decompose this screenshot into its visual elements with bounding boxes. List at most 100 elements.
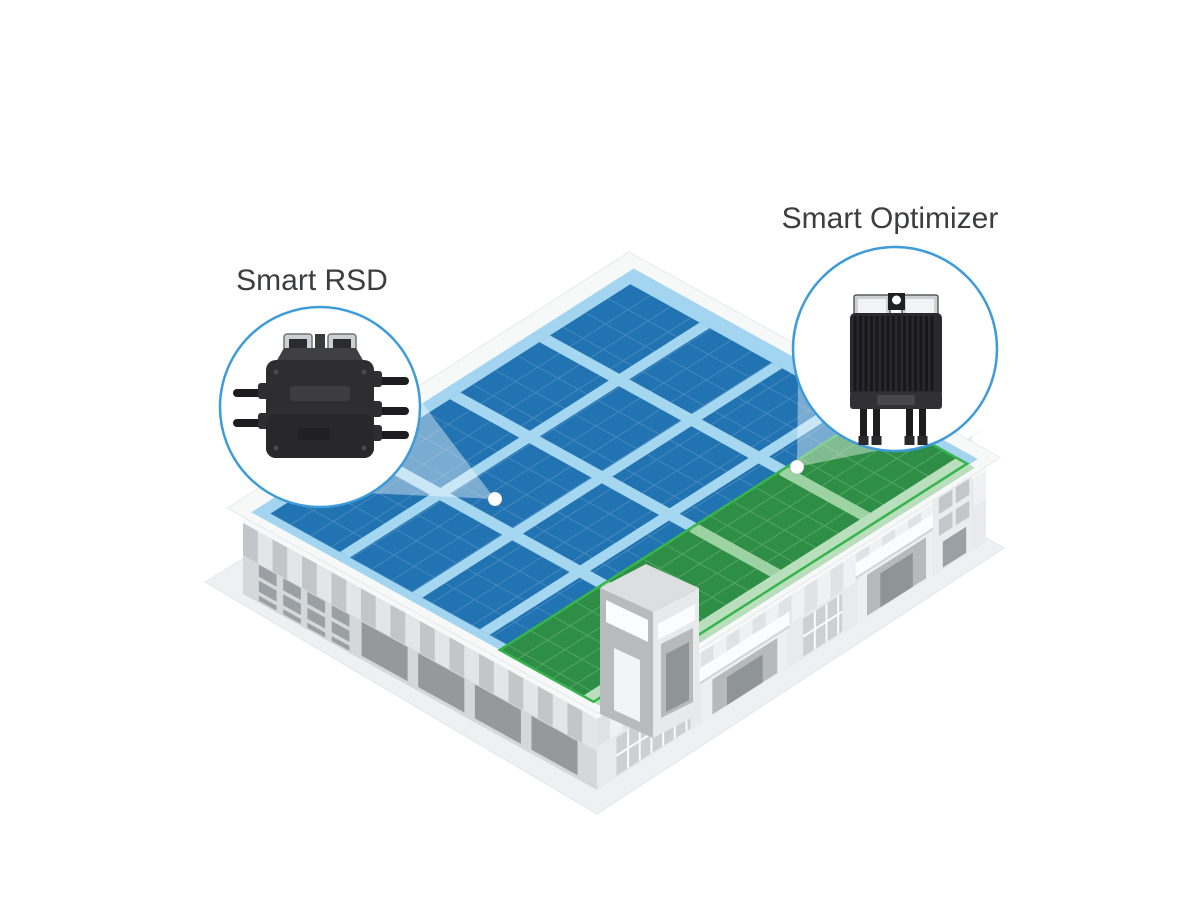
green-cell-line bbox=[534, 430, 909, 670]
window-mullion bbox=[802, 610, 843, 638]
right-wall-clerestory-stripe bbox=[597, 710, 610, 747]
left-wall-clerestory-stripe bbox=[582, 710, 597, 751]
front-entrance-tower bbox=[600, 564, 699, 738]
left-wall-window bbox=[331, 605, 350, 627]
rsd-clamp-slot bbox=[289, 339, 307, 349]
optimizer-tab-inner bbox=[858, 299, 886, 314]
right-wall-clerestory-stripe bbox=[791, 586, 805, 623]
left-wall-door-panel bbox=[531, 715, 578, 776]
portico-door bbox=[726, 654, 763, 706]
left-wall-clerestory-stripe bbox=[331, 572, 347, 613]
optimizer-cable bbox=[873, 409, 880, 437]
left-wall-door-panel bbox=[474, 684, 521, 744]
left-wall-clerestory-stripe bbox=[272, 539, 288, 580]
rsd-cable bbox=[375, 377, 409, 385]
right-tower-window bbox=[955, 500, 970, 526]
smart-optimizer-label: Smart Optimizer bbox=[782, 202, 999, 235]
rsd-screw bbox=[361, 445, 367, 451]
rsd-vent bbox=[298, 428, 330, 440]
right-wall-clerestory-stripe bbox=[804, 578, 818, 615]
left-wall-clerestory-stripe bbox=[523, 678, 538, 719]
left-wall-clerestory-stripe bbox=[390, 604, 406, 645]
right-wall-clerestory-stripe bbox=[973, 471, 986, 508]
left-wall-window bbox=[258, 595, 277, 611]
optimizer-body bbox=[850, 313, 942, 397]
portico-canopy bbox=[700, 611, 790, 684]
right-tower-window bbox=[938, 511, 953, 537]
left-wall-clerestory-stripe bbox=[361, 588, 376, 629]
canopy-shadow bbox=[699, 625, 791, 685]
left-wall-clerestory-stripe bbox=[346, 580, 361, 621]
left-wall-clerestory-stripe bbox=[420, 621, 435, 662]
rsd-location-dot bbox=[487, 491, 503, 507]
optimizer-location-dot bbox=[789, 459, 805, 475]
roof-walkway bbox=[336, 316, 716, 563]
roof-walkway bbox=[408, 356, 788, 603]
callout-smart-rsd: Smart RSD bbox=[218, 264, 422, 509]
callout-smart-optimizer: Smart Optimizer bbox=[782, 202, 999, 453]
optimizer-cable bbox=[860, 409, 867, 437]
left-wall-window bbox=[307, 591, 326, 614]
rsd-clamp-slot bbox=[333, 339, 351, 349]
optimizer-tab-inner bbox=[906, 299, 934, 314]
left-wall-clerestory-stripe bbox=[302, 555, 317, 596]
left-wall-clerestory-stripe bbox=[479, 653, 494, 694]
right-tower-window bbox=[955, 478, 970, 504]
green-strip-outline bbox=[497, 410, 970, 704]
tower-side-door bbox=[614, 648, 640, 722]
left-wall-clerestory-stripe bbox=[538, 686, 553, 727]
optimizer-cable-tip bbox=[917, 436, 928, 445]
rsd-brand-plate bbox=[290, 386, 350, 401]
left-wall-clerestory-stripe bbox=[493, 661, 509, 702]
portico-canopy bbox=[855, 511, 938, 579]
canopy-shadow bbox=[855, 525, 938, 579]
left-wall-window bbox=[258, 580, 277, 602]
left-wall-clerestory-stripe bbox=[508, 670, 524, 711]
left-wall-clerestory-stripe bbox=[449, 637, 465, 678]
left-wall-window bbox=[331, 636, 350, 651]
left-wall-clerestory-stripe bbox=[464, 645, 479, 686]
tower-door bbox=[666, 642, 689, 712]
rsd-callout-beam bbox=[370, 399, 495, 499]
rsd-clamp-hook bbox=[315, 334, 325, 352]
optimizer-label-plate bbox=[877, 395, 915, 405]
left-wall-clerestory-stripe bbox=[405, 612, 420, 653]
left-wall-window bbox=[258, 564, 277, 587]
smart-rsd-label: Smart RSD bbox=[236, 264, 388, 297]
optimizer-device bbox=[850, 293, 942, 445]
left-wall-clerestory-stripe bbox=[316, 563, 332, 604]
optimizer-cable-tip bbox=[904, 436, 915, 445]
right-wall-clerestory-stripe bbox=[830, 561, 844, 599]
optimizer-cable-tip bbox=[871, 436, 882, 445]
rsd-cable bbox=[375, 431, 409, 439]
rsd-screw bbox=[273, 445, 279, 451]
left-wall-clerestory-stripe bbox=[257, 531, 273, 572]
left-wall-door-panel bbox=[361, 621, 408, 682]
tower-top-face bbox=[600, 564, 699, 612]
optimizer-hook-notch bbox=[892, 295, 901, 305]
optimizer-cable bbox=[919, 409, 926, 437]
left-wall-window bbox=[283, 578, 301, 600]
optimizer-cable-tip bbox=[858, 436, 869, 445]
tower-canopy bbox=[658, 604, 695, 640]
left-wall-window bbox=[307, 607, 326, 629]
rsd-device bbox=[233, 333, 409, 458]
right-tower-window bbox=[938, 489, 953, 515]
green-cell-line bbox=[516, 420, 891, 660]
portico-door bbox=[880, 552, 913, 608]
rsd-top-face bbox=[276, 348, 364, 362]
rsd-cable bbox=[375, 407, 409, 415]
left-wall-clerestory-stripe bbox=[243, 523, 258, 564]
left-wall-window bbox=[331, 621, 350, 642]
tower-sign-panel bbox=[606, 600, 648, 642]
optimizer-heatsink-fins bbox=[853, 316, 934, 391]
right-wall-clerestory-stripe bbox=[817, 570, 831, 607]
left-wall-clerestory-stripe bbox=[287, 547, 302, 588]
left-wall-door-panel bbox=[418, 653, 465, 713]
left-wall-clerestory-stripe bbox=[375, 596, 391, 637]
rsd-screw bbox=[361, 369, 367, 375]
left-wall-window bbox=[283, 594, 301, 615]
left-wall-clerestory-stripe bbox=[567, 702, 583, 743]
